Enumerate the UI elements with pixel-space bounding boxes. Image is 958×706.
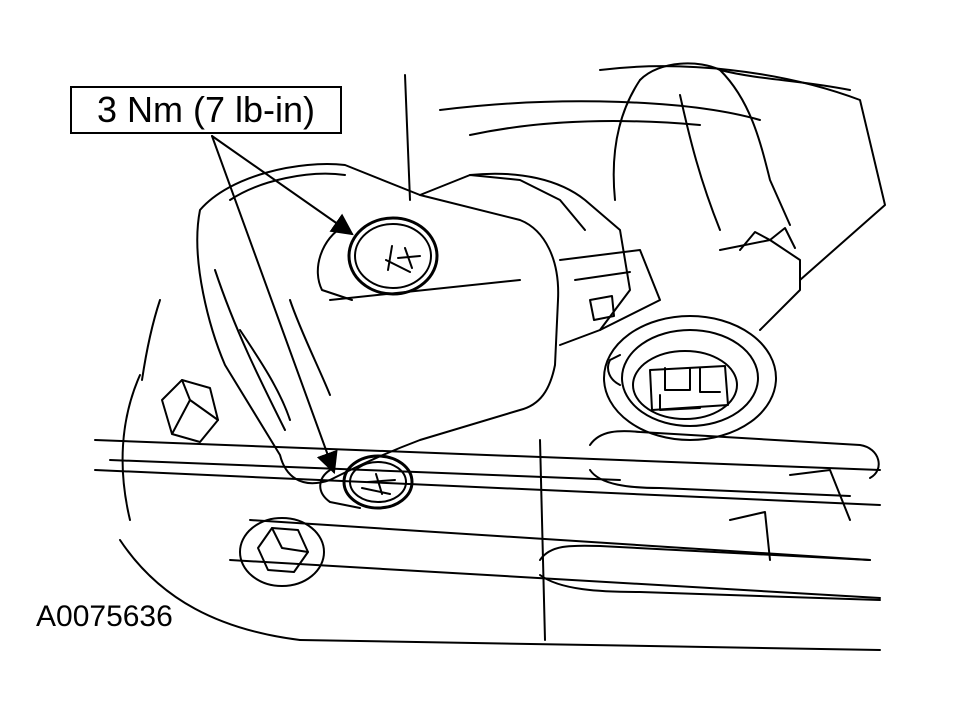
- hex-bolt-left: [161, 379, 219, 443]
- figure-id: A0075636: [36, 600, 173, 633]
- callout-leader-lines: [211, 135, 354, 475]
- coil-tower: [559, 249, 661, 331]
- torque-label: 3 Nm (7 lb-in): [96, 89, 316, 130]
- hex-bolt-lower: [239, 517, 325, 587]
- wiring-harness: [612, 62, 851, 231]
- engine-housing-lines: [94, 65, 886, 651]
- upper-screw: [316, 216, 439, 301]
- electrical-connector: [603, 227, 801, 441]
- torque-callout: 3 Nm (7 lb-in): [70, 86, 342, 134]
- ignition-coil-body: [196, 163, 631, 485]
